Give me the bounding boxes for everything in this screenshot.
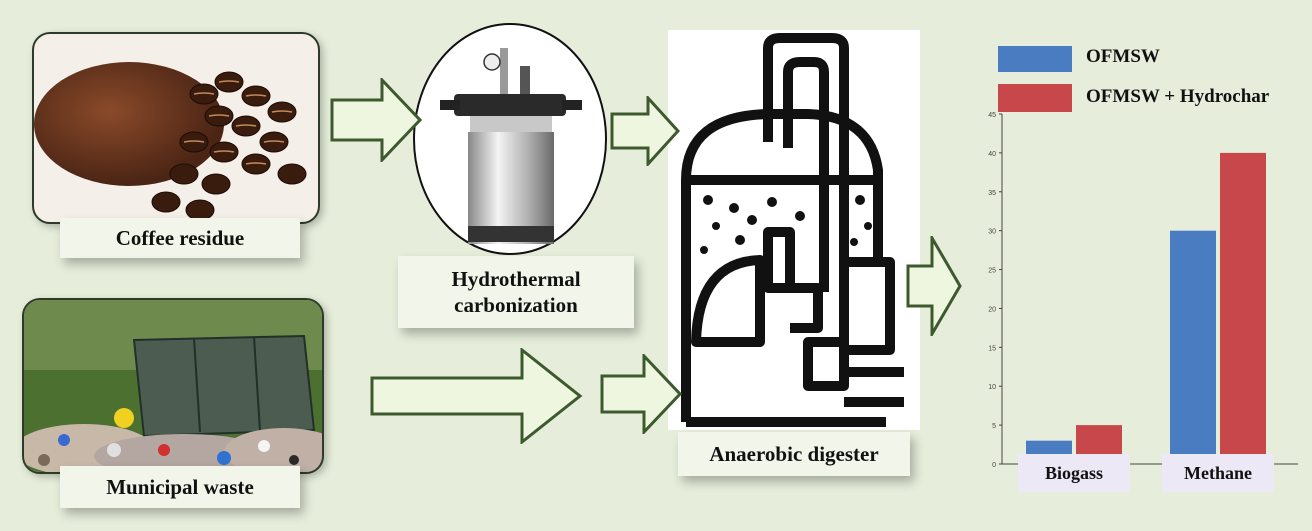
bar-methane-hydrochar	[1220, 152, 1266, 464]
htc-label-line2: carbonization	[454, 293, 578, 317]
municipal-waste-label: Municipal waste	[60, 466, 300, 508]
anaerobic-digester-label: Anaerobic digester	[678, 432, 910, 476]
bar-methane-ofmsw	[1170, 230, 1216, 464]
y-tick-label: 35	[988, 190, 996, 197]
arrow-icon	[610, 96, 680, 166]
x-tick-label-methane: Methane	[1162, 454, 1274, 492]
legend-swatch-hydrochar	[998, 84, 1072, 112]
htc-label-line1: Hydrothermal	[451, 266, 581, 291]
y-tick-label: 0	[992, 462, 996, 469]
anaerobic-digester-icon	[668, 30, 920, 430]
y-tick-label: 10	[988, 384, 996, 391]
legend-label-ofmsw: OFMSW	[1086, 46, 1160, 67]
hydrothermal-carbonization-label: Hydrothermal carbonization	[398, 256, 634, 328]
pressure-cooker-icon	[412, 22, 608, 256]
y-tick-label: 20	[988, 306, 996, 313]
coffee-residue-label: Coffee residue	[60, 218, 300, 258]
arrow-icon	[330, 78, 422, 162]
y-tick-label: 15	[988, 345, 996, 352]
legend-label-hydrochar: OFMSW + Hydrochar	[1086, 86, 1270, 107]
legend-swatch-ofmsw	[998, 46, 1072, 72]
arrow-icon	[370, 348, 583, 444]
y-tick-label: 45	[988, 112, 996, 119]
municipal-waste-photo	[22, 298, 324, 474]
x-tick-label-biogass: Biogass	[1018, 454, 1130, 492]
arrow-icon	[906, 236, 962, 336]
arrow-icon	[600, 354, 682, 434]
y-tick-label: 25	[988, 268, 996, 275]
chart-area: OFMSW OFMSW + Hydrochar 0 5 10 15 20 25 30 35 40…	[968, 36, 1308, 496]
y-tick-label: 40	[988, 151, 996, 158]
bar-chart: 0 5 10 15 20 25 30 35 40 45	[988, 112, 1298, 469]
coffee-residue-photo	[32, 32, 320, 224]
y-tick-label: 5	[992, 423, 996, 430]
y-tick-label: 30	[988, 229, 996, 236]
